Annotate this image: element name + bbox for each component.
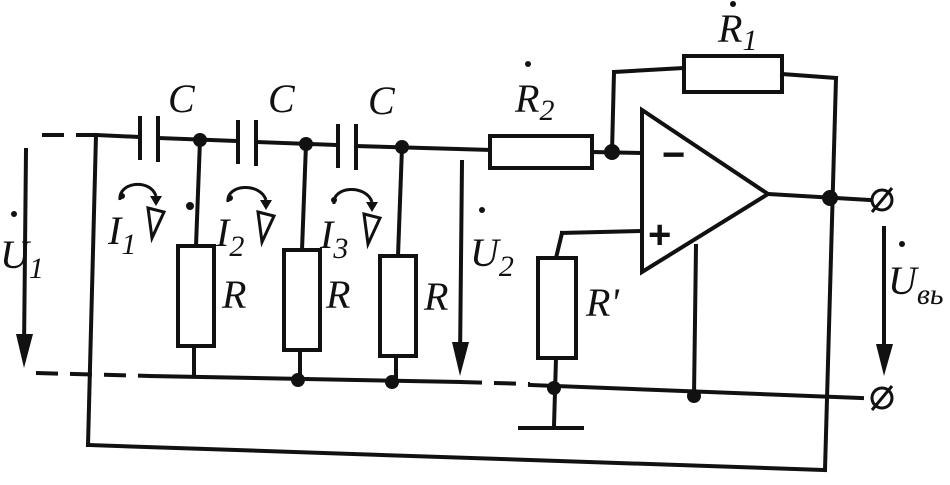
input-resistor-dot <box>525 61 531 67</box>
phasor-dots <box>11 193 905 247</box>
capacitor-3-label: C <box>368 78 396 123</box>
ground-resistor <box>518 228 645 430</box>
shunt-resistor-1-label: R <box>221 272 246 317</box>
output-wire <box>765 191 873 203</box>
input-resistor-label: R2 <box>514 76 554 127</box>
loop-current-2-label: I2 <box>215 210 244 263</box>
shunt-resistor-3 <box>378 144 418 383</box>
mid-voltage-arrow <box>452 159 469 376</box>
ground-resistor-label: R' <box>585 280 620 325</box>
opamp-minus-sign: − <box>662 133 685 177</box>
capacitor-3 <box>336 124 358 170</box>
input-resistor <box>488 134 594 170</box>
bottom-rail <box>35 371 865 401</box>
shunt-resistor-1 <box>176 137 216 378</box>
feedback-resistor-label: R1 <box>717 6 757 57</box>
capacitor-1 <box>138 116 160 162</box>
loop-current-1-label: I1 <box>107 208 136 261</box>
capacitor-1-label: C <box>168 76 196 121</box>
opamp-common-wire <box>691 243 699 399</box>
feedback-resistor-dot <box>730 1 736 7</box>
opamp-plus-sign: + <box>648 213 671 257</box>
feedback-resistor <box>609 54 839 155</box>
outer-loop-wire <box>85 75 839 473</box>
loop-current-3-label: I3 <box>319 212 348 265</box>
output-voltage-arrow <box>876 226 893 376</box>
opamp <box>640 106 772 276</box>
output-voltage-label: Uвь <box>888 258 944 311</box>
input-voltage-arrow <box>16 147 33 368</box>
capacitor-2 <box>236 120 258 166</box>
shunt-resistor-2 <box>282 141 322 380</box>
input-voltage-label: U1 <box>0 232 44 285</box>
mid-voltage-label: U2 <box>470 230 514 283</box>
junctions <box>186 133 838 403</box>
output-terminal-top <box>870 187 894 213</box>
shunt-resistor-2-label: R <box>325 272 350 317</box>
output-terminal-bottom <box>870 385 894 411</box>
shunt-resistor-3-label: R <box>423 274 448 319</box>
capacitor-2-label: C <box>268 76 296 121</box>
